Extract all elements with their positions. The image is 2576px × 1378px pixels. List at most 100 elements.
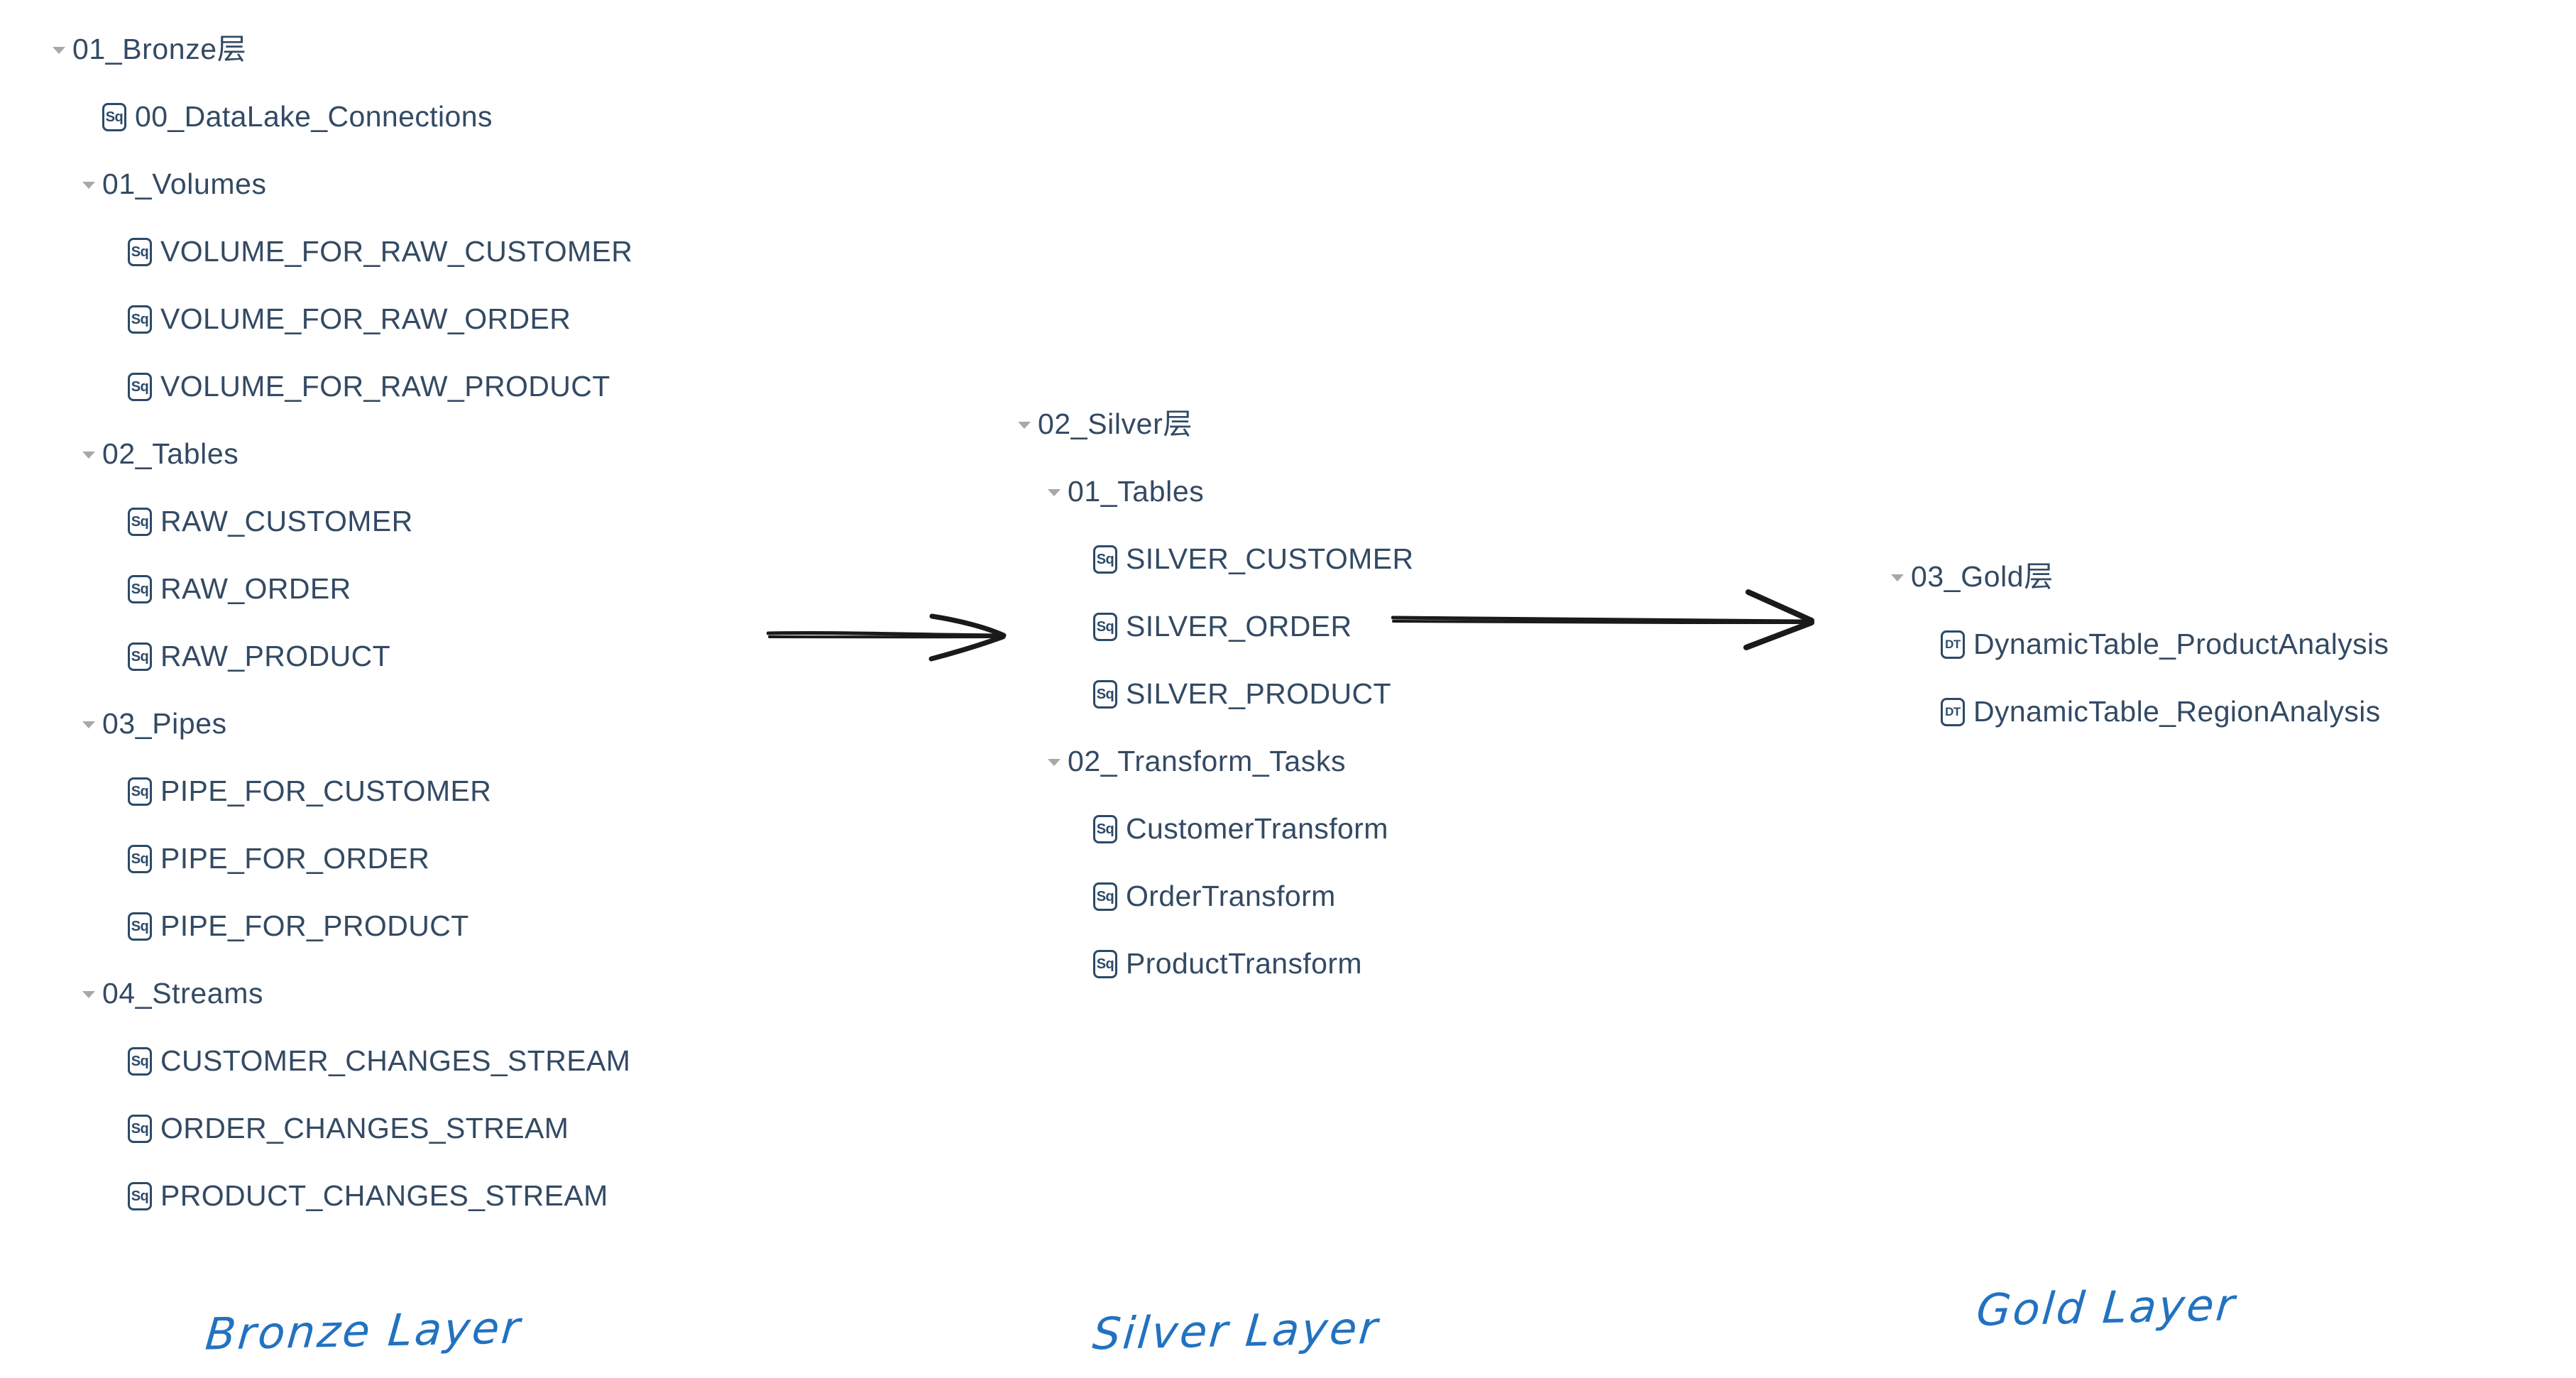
annotation-bronze-layer: Bronze Layer [203, 1301, 525, 1360]
object-icon-text: Sq [131, 1120, 149, 1137]
tree-node-label: 02_Silver层 [1038, 408, 1193, 440]
tree-object-node[interactable]: Sq PIPE_FOR_PRODUCT [50, 892, 632, 960]
object-icon-text: Sq [131, 581, 149, 597]
tree-folder-node[interactable]: 04_Streams [50, 960, 632, 1027]
sq-icon: Sq [128, 574, 152, 603]
tree-folder-node[interactable]: 02_Silver层 [1015, 390, 1413, 458]
tree-object-node[interactable]: Sq VOLUME_FOR_RAW_CUSTOMER [50, 218, 632, 285]
tree-node-label: 03_Pipes [102, 707, 227, 740]
tree-node-label: CUSTOMER_CHANGES_STREAM [160, 1044, 631, 1077]
tree-node-label: SILVER_PRODUCT [1126, 677, 1391, 710]
sq-icon: Sq [1093, 949, 1117, 978]
chevron-down-icon[interactable] [1888, 568, 1907, 586]
object-icon-text: Sq [131, 918, 149, 934]
sq-icon: Sq [1093, 545, 1117, 574]
tree-folder-node[interactable]: 01_Volumes [50, 151, 632, 218]
tree-node-label: SILVER_CUSTOMER [1126, 542, 1414, 575]
dt-icon: DT [1941, 697, 1965, 726]
tree-folder-node[interactable]: 02_Tables [50, 420, 632, 488]
chevron-down-icon[interactable] [80, 175, 98, 194]
sq-icon: Sq [128, 372, 152, 401]
chevron-down-icon[interactable] [1045, 753, 1063, 771]
tree-node-label: ORDER_CHANGES_STREAM [160, 1112, 569, 1144]
object-icon-text: Sq [131, 244, 149, 260]
object-icon-text: Sq [131, 783, 149, 799]
tree-object-node[interactable]: Sq ORDER_CHANGES_STREAM [50, 1095, 632, 1162]
sq-icon: Sq [1093, 882, 1117, 911]
sq-icon: Sq [128, 1181, 152, 1210]
tree-object-node[interactable]: Sq PRODUCT_CHANGES_STREAM [50, 1162, 632, 1230]
tree-object-node[interactable]: Sq OrderTransform [1015, 863, 1413, 930]
tree-folder-node[interactable]: 01_Bronze层 [50, 16, 632, 83]
tree-object-node[interactable]: Sq 00_DataLake_Connections [50, 83, 632, 151]
annotation-silver-layer: Silver Layer [1090, 1301, 1382, 1360]
sq-icon: Sq [128, 642, 152, 671]
dt-icon: DT [1941, 630, 1965, 659]
tree-node-label: DynamicTable_ProductAnalysis [1973, 628, 2389, 660]
chevron-down-icon[interactable] [80, 445, 98, 464]
tree-node-label: OrderTransform [1126, 880, 1336, 912]
chevron-down-icon[interactable] [1015, 415, 1034, 434]
tree-object-node[interactable]: Sq VOLUME_FOR_RAW_PRODUCT [50, 353, 632, 420]
tree-node-label: SILVER_ORDER [1126, 610, 1352, 642]
tree-node-label: 01_Volumes [102, 168, 267, 200]
tree-object-node[interactable]: DT DynamicTable_ProductAnalysis [1888, 611, 2389, 678]
tree-object-node[interactable]: Sq RAW_CUSTOMER [50, 488, 632, 555]
object-icon-text: Sq [131, 648, 149, 665]
sq-icon: Sq [128, 912, 152, 941]
object-icon-text: Sq [131, 513, 149, 530]
arrow-bronze-to-silver [766, 596, 1029, 699]
sq-icon: Sq [102, 102, 126, 131]
tree-object-node[interactable]: Sq SILVER_ORDER [1015, 593, 1413, 660]
tree-object-node[interactable]: Sq VOLUME_FOR_RAW_ORDER [50, 285, 632, 353]
object-icon-text: Sq [131, 851, 149, 867]
tree-node-label: VOLUME_FOR_RAW_CUSTOMER [160, 235, 633, 268]
tree-node-label: 01_Bronze层 [72, 33, 247, 65]
tree-node-label: RAW_CUSTOMER [160, 505, 413, 537]
tree-folder-node[interactable]: 03_Pipes [50, 690, 632, 758]
chevron-down-icon[interactable] [80, 985, 98, 1003]
tree-object-node[interactable]: Sq SILVER_PRODUCT [1015, 660, 1413, 728]
object-icon-text: Sq [1096, 888, 1114, 904]
sq-icon: Sq [128, 237, 152, 266]
tree-node-label: PIPE_FOR_PRODUCT [160, 909, 469, 942]
sq-icon: Sq [1093, 679, 1117, 709]
sq-icon: Sq [128, 844, 152, 873]
tree-folder-node[interactable]: 01_Tables [1015, 458, 1413, 525]
sq-icon: Sq [128, 305, 152, 334]
tree-node-label: CustomerTransform [1126, 812, 1388, 845]
tree-node-label: 01_Tables [1068, 475, 1205, 508]
tree-node-label: 00_DataLake_Connections [135, 100, 493, 133]
tree-folder-node[interactable]: 02_Transform_Tasks [1015, 728, 1413, 795]
tree-node-label: PIPE_FOR_ORDER [160, 842, 430, 875]
object-icon-text: Sq [1096, 686, 1114, 702]
arrow-silver-to-gold [1391, 582, 1831, 678]
tree-object-node[interactable]: Sq PIPE_FOR_ORDER [50, 825, 632, 892]
tree-node-label: 03_Gold层 [1911, 560, 2054, 593]
tree-folder-node[interactable]: 03_Gold层 [1888, 543, 2389, 611]
object-icon-text: Sq [1096, 956, 1114, 972]
object-icon-text: Sq [1096, 618, 1114, 635]
tree-node-label: VOLUME_FOR_RAW_PRODUCT [160, 370, 610, 403]
object-icon-text: DT [1945, 638, 1961, 651]
tree-node-label: PRODUCT_CHANGES_STREAM [160, 1179, 608, 1212]
sq-icon: Sq [1093, 612, 1117, 641]
tree-object-node[interactable]: Sq SILVER_CUSTOMER [1015, 525, 1413, 593]
chevron-down-icon[interactable] [80, 715, 98, 733]
object-icon-text: Sq [131, 378, 149, 395]
chevron-down-icon[interactable] [50, 40, 68, 59]
chevron-down-icon[interactable] [1045, 483, 1063, 501]
tree-node-label: 02_Transform_Tasks [1068, 745, 1347, 777]
sq-icon: Sq [1093, 814, 1117, 843]
tree-node-label: VOLUME_FOR_RAW_ORDER [160, 302, 571, 335]
object-icon-text: Sq [1096, 551, 1114, 567]
object-icon-text: Sq [131, 311, 149, 327]
tree-object-node[interactable]: Sq CustomerTransform [1015, 795, 1413, 863]
